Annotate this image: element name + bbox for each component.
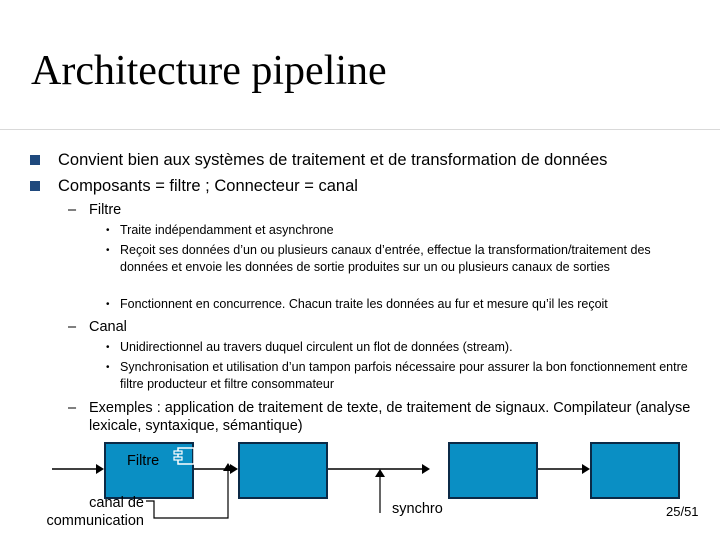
sub-bullet-label: Canal — [89, 319, 127, 335]
bullet-text: Composants = filtre ; Connecteur = canal — [58, 177, 358, 195]
dot-bullet-icon: • — [106, 362, 110, 373]
dot-bullet-icon: • — [106, 342, 110, 353]
sub-bullet-filtre: – Filtre — [68, 201, 122, 219]
filter-box — [238, 442, 328, 499]
square-bullet-icon — [30, 181, 40, 191]
title-divider — [0, 129, 720, 130]
square-bullet-icon — [30, 155, 40, 165]
canal-label: canal de communication — [46, 495, 144, 529]
sub-bullet-canal: – Canal — [68, 318, 127, 336]
detail-text: Synchronisation et utilisation d’un tamp… — [120, 360, 688, 391]
filter-box — [448, 442, 538, 499]
pipe-arrow — [538, 464, 590, 474]
bullet-text: Convient bien aux systèmes de traitement… — [58, 151, 608, 169]
sub-bullet-text: Exemples : application de traitement de … — [89, 400, 691, 434]
detail-text: Traite indépendamment et asynchrone — [120, 223, 334, 237]
sub-bullet-exemples: – Exemples : application de traitement d… — [68, 399, 719, 435]
synchro-pointer-arrow — [375, 469, 385, 513]
detail-text: Unidirectionnel au travers duquel circul… — [120, 340, 513, 354]
detail-text: Fonctionnent en concurrence. Chacun trai… — [120, 297, 608, 311]
detail-item: • Synchronisation et utilisation d’un ta… — [106, 359, 700, 393]
bullet-item: Composants = filtre ; Connecteur = canal — [30, 176, 358, 196]
pipe-arrow — [194, 464, 238, 474]
detail-text: Reçoit ses données d’un ou plusieurs can… — [120, 243, 651, 274]
component-icon — [173, 447, 195, 465]
bullet-item: Convient bien aux systèmes de traitement… — [30, 150, 608, 170]
detail-item: • Fonctionnent en concurrence. Chacun tr… — [106, 296, 700, 313]
filter-label: Filtre — [127, 453, 160, 469]
pipe-arrow — [328, 464, 430, 474]
detail-item: • Unidirectionnel au travers duquel circ… — [106, 339, 700, 356]
input-arrow — [52, 464, 104, 474]
dot-bullet-icon: • — [106, 245, 110, 256]
synchro-label: synchro — [392, 501, 443, 517]
dot-bullet-icon: • — [106, 225, 110, 236]
detail-item: • Traite indépendamment et asynchrone — [106, 222, 700, 239]
slide-title: Architecture pipeline — [31, 48, 387, 94]
dash-bullet-icon: – — [68, 202, 77, 218]
dash-bullet-icon: – — [68, 319, 77, 335]
canal-pointer-arrow — [146, 463, 233, 519]
filter-box — [590, 442, 680, 499]
page-number: 25/51 — [666, 504, 699, 519]
detail-item: • Reçoit ses données d’un ou plusieurs c… — [106, 242, 700, 276]
dot-bullet-icon: • — [106, 299, 110, 310]
dash-bullet-icon: – — [68, 400, 77, 416]
sub-bullet-label: Filtre — [89, 202, 122, 218]
